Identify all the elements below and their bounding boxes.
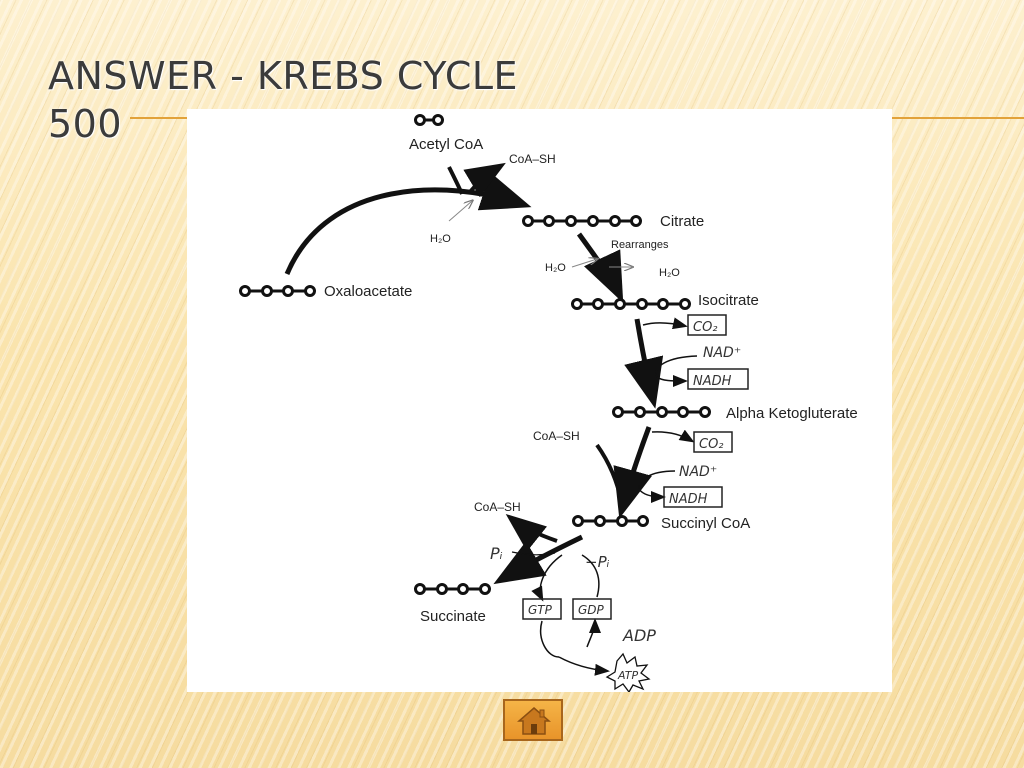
- arrow-coa-out: [463, 162, 506, 198]
- pi-in-label: Pᵢ: [490, 544, 503, 563]
- isocitrate-label: Isocitrate: [698, 292, 759, 309]
- gtp-box: [522, 598, 562, 620]
- co2-box-2: [693, 431, 733, 453]
- h2o-label-2: H₂O: [545, 262, 566, 274]
- alpha-ketoglutarate-label: Alpha Ketogluterate: [726, 405, 858, 422]
- atp-burst: [605, 652, 651, 692]
- adp-label: ADP: [622, 626, 656, 645]
- nadh-box-2: [663, 486, 723, 508]
- nadh-label-1: NADH: [693, 374, 732, 389]
- oxaloacetate-label: Oxaloacetate: [324, 283, 412, 300]
- coa-sh-low-label: CoA–SH: [474, 500, 521, 514]
- arrow-nad-to-nadh-1: [655, 355, 698, 387]
- co2-label-1: CO₂: [693, 320, 718, 335]
- h2o-label-3: H₂O: [659, 267, 680, 279]
- atp-label: ATP: [617, 669, 638, 682]
- co2-box-1: [687, 314, 727, 336]
- co2-label-2: CO₂: [699, 437, 724, 452]
- home-button[interactable]: [503, 699, 563, 741]
- arrow-adp-to-atp: [558, 656, 610, 676]
- succinate-label: Succinate: [420, 608, 486, 625]
- home-icon: [517, 707, 551, 735]
- acetyl-coa-molecule: [414, 114, 444, 126]
- nadh-box-1: [687, 368, 749, 390]
- oxaloacetate-molecule: [239, 285, 316, 297]
- arrow-to-gdp: [586, 618, 601, 648]
- gtp-label: GTP: [528, 603, 553, 617]
- succinate-molecule: [414, 583, 491, 595]
- gdp-box: [572, 598, 612, 620]
- krebs-cycle-diagram: Acetyl CoA CoA–SH H₂O Citrate Rearranges…: [187, 109, 892, 692]
- arrow-coa-out-2: [505, 514, 558, 552]
- arrow-pi-in: [511, 551, 556, 556]
- citrate-molecule: [522, 215, 642, 227]
- cycle-right: [581, 554, 600, 598]
- arrow-co2-out-2: [651, 429, 695, 443]
- pi-out-label: −Pᵢ: [585, 553, 610, 571]
- arrow-h2o-in-2: [571, 259, 597, 268]
- arrow-isocitrate-to-akg: [624, 318, 664, 409]
- arrow-coa-in: [595, 443, 624, 505]
- title-line-1: ANSWER - KREBS CYCLE: [48, 54, 519, 98]
- slide-title: ANSWER - KREBS CYCLE 500: [48, 52, 518, 148]
- arrow-nad-to-nadh-2: [638, 470, 676, 503]
- h2o-label-1: H₂O: [430, 233, 451, 245]
- arrow-to-gtp: [531, 554, 563, 602]
- succinyl-coa-label: Succinyl CoA: [661, 515, 750, 532]
- coa-sh-mid-label: CoA–SH: [533, 429, 580, 443]
- nad-label-2: NAD⁺: [679, 464, 717, 480]
- diagram-canvas: Acetyl CoA CoA–SH H₂O Citrate Rearranges…: [239, 114, 858, 692]
- nadh-label-2: NADH: [669, 492, 708, 507]
- cycle-left: [540, 620, 560, 658]
- arrow-acetyl-in: [447, 166, 464, 195]
- arrow-h2o-in: [448, 201, 472, 222]
- isocitrate-molecule: [571, 298, 691, 310]
- arrow-akg-to-succinyl: [613, 426, 653, 519]
- gdp-label: GDP: [578, 603, 605, 617]
- arc-oxaloacetate-to-citrate: [284, 172, 532, 275]
- rearranges-label: Rearranges: [611, 239, 669, 251]
- acetyl-coa-label: Acetyl CoA: [409, 136, 483, 153]
- arrow-succinyl-to-succinate: [493, 534, 584, 585]
- succinyl-coa-molecule: [572, 515, 649, 527]
- title-line-2: 500: [48, 102, 123, 146]
- citrate-label: Citrate: [660, 213, 704, 230]
- alpha-ketoglutarate-molecule: [612, 406, 711, 418]
- nad-label-1: NAD⁺: [703, 345, 741, 361]
- coa-sh-top-label: CoA–SH: [509, 152, 556, 166]
- arrow-citrate-to-isocitrate: [576, 232, 624, 304]
- arrow-co2-out-1: [642, 317, 688, 330]
